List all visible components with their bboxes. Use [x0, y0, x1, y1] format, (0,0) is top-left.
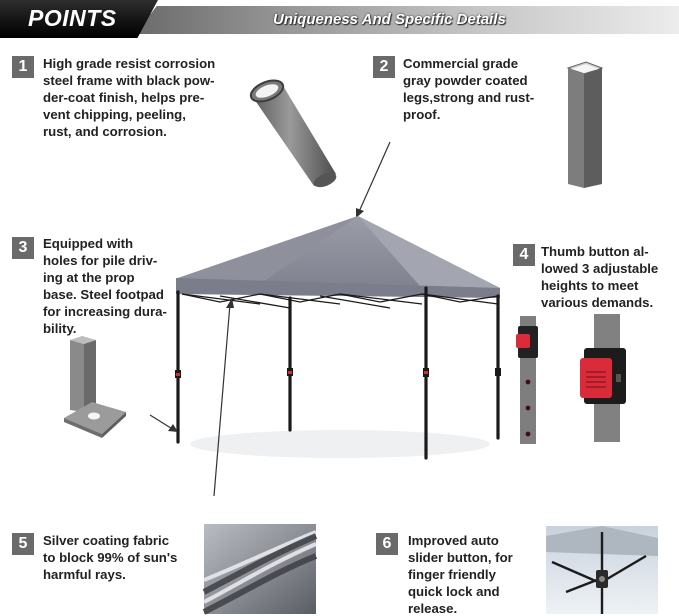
- feature-5-line: harmful rays.: [43, 567, 126, 582]
- feature-6-line: finger friendly: [408, 567, 496, 582]
- feature-6-line: Improved auto: [408, 533, 499, 548]
- feature-5-line: Silver coating fabric: [43, 533, 170, 548]
- square-leg-detail-image: [566, 61, 604, 188]
- feature-4-line: heights to meet: [541, 278, 639, 293]
- feature-6-line: quick lock and: [408, 584, 500, 599]
- feature-2-line: gray powder coated: [403, 73, 528, 88]
- header-badge: POINTS: [0, 0, 158, 38]
- thumb-button-detail-image: [516, 314, 626, 444]
- pointer-arrow: [149, 414, 178, 432]
- feature-1-number: 1: [12, 56, 34, 78]
- feature-3-line: Equipped with: [43, 236, 134, 251]
- header: Uniqueness And Specific Details POINTS: [0, 0, 679, 40]
- feature-1-line: steel frame with black pow-: [43, 73, 215, 88]
- feature-6-text: Improved auto slider button, for finger …: [408, 532, 513, 616]
- feature-4-number: 4: [513, 244, 535, 266]
- feature-1-line: High grade resist corrosion: [43, 56, 216, 71]
- canopy-tent-image: [175, 216, 501, 460]
- header-badge-label: POINTS: [28, 5, 117, 31]
- slider-button-detail-image: [546, 526, 658, 614]
- feature-2-number: 2: [373, 56, 395, 78]
- feature-6-number: 6: [376, 533, 398, 555]
- feature-4-line: lowed 3 adjustable: [541, 261, 659, 276]
- feature-4-line: Thumb button al-: [541, 244, 649, 259]
- feature-4-text: Thumb button al- lowed 3 adjustable heig…: [541, 243, 658, 311]
- feature-3-line: for increasing dura-: [43, 304, 167, 319]
- feature-3-line: ing at the prop: [43, 270, 135, 285]
- pointer-arrow: [213, 298, 234, 497]
- feature-5-number: 5: [12, 533, 34, 555]
- header-title: Uniqueness And Specific Details: [273, 11, 506, 28]
- feature-2-line: Commercial grade: [403, 56, 519, 71]
- feature-3-line: base. Steel footpad: [43, 287, 164, 302]
- feature-3-text: Equipped with holes for pile driv- ing a…: [43, 235, 167, 337]
- feature-1-line: der-coat finish, helps pre-: [43, 90, 205, 105]
- feature-5-text: Silver coating fabric to block 99% of su…: [43, 532, 177, 583]
- feature-2-text: Commercial grade gray powder coated legs…: [403, 55, 534, 123]
- feature-3-line: holes for pile driv-: [43, 253, 158, 268]
- feature-1-text: High grade resist corrosion steel frame …: [43, 55, 215, 140]
- header-title-bar: Uniqueness And Specific Details: [135, 6, 679, 34]
- feature-1-line: vent chipping, peeling,: [43, 107, 186, 122]
- feature-4-line: various demands.: [541, 295, 654, 310]
- feature-5-line: to block 99% of sun's: [43, 550, 178, 565]
- feature-1-line: rust, and corrosion.: [43, 124, 167, 139]
- feature-3-line: bility.: [43, 321, 77, 336]
- feature-6-line: release.: [408, 601, 458, 616]
- steel-tube-detail-image: [249, 79, 337, 188]
- silver-fabric-detail-image: [202, 524, 318, 615]
- pointer-arrow: [356, 141, 391, 218]
- feature-2-line: legs,strong and rust-: [403, 90, 535, 105]
- feature-3-number: 3: [12, 237, 34, 259]
- feature-6-line: slider button, for: [408, 550, 513, 565]
- footpad-detail-image: [64, 336, 126, 438]
- feature-2-line: proof.: [403, 107, 441, 122]
